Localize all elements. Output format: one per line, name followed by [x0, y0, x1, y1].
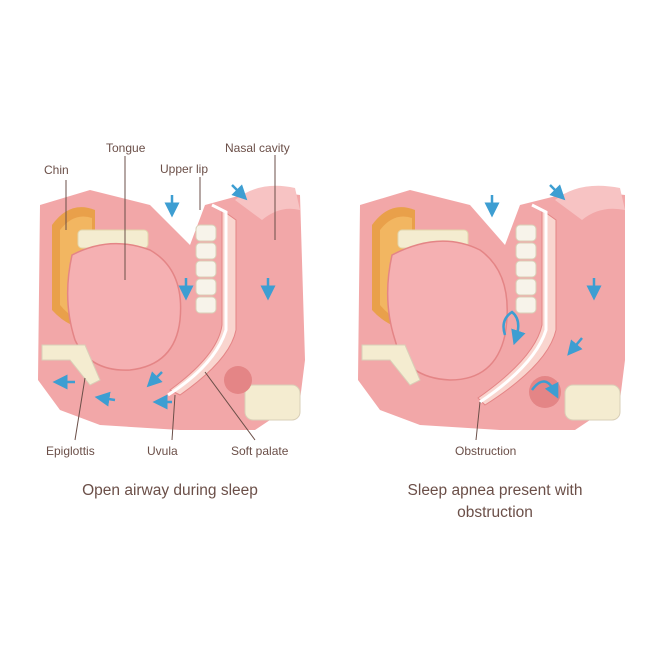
upper-lip-label: Upper lip: [160, 162, 209, 176]
airflow-arrows-2: [484, 184, 602, 399]
obstructed-airway-illustration: [358, 184, 625, 441]
caption-open-airway: Open airway during sleep: [40, 480, 300, 502]
teeth: [195, 224, 217, 314]
nasal-cavity-shape: [235, 185, 300, 220]
soft-palate-label: Soft palate: [231, 444, 289, 458]
caption-sleep-apnea-line1: Sleep apnea present with: [407, 482, 583, 499]
epiglottis-label: Epiglottis: [46, 444, 95, 458]
vertebra: [244, 384, 301, 421]
uvula-label: Uvula: [147, 444, 178, 458]
chin-label: Chin: [44, 163, 69, 177]
leader-lines: [65, 155, 276, 441]
tongue-label: Tongue: [106, 141, 146, 155]
caption-sleep-apnea-line2: obstruction: [457, 504, 533, 521]
caption-open-airway-text: Open airway during sleep: [82, 482, 258, 499]
tongue-shape-2: [386, 240, 508, 381]
nasal-cavity-label: Nasal cavity: [225, 141, 290, 155]
soft-palate-shape: [169, 209, 237, 396]
open-airway-illustration: [38, 155, 305, 441]
caption-sleep-apnea: Sleep apnea present with obstruction: [365, 480, 625, 524]
airflow-arrows: [52, 184, 276, 410]
obstruction-label: Obstruction: [455, 444, 517, 458]
epiglottis-shape: [41, 344, 101, 386]
tongue-shape: [66, 242, 182, 371]
